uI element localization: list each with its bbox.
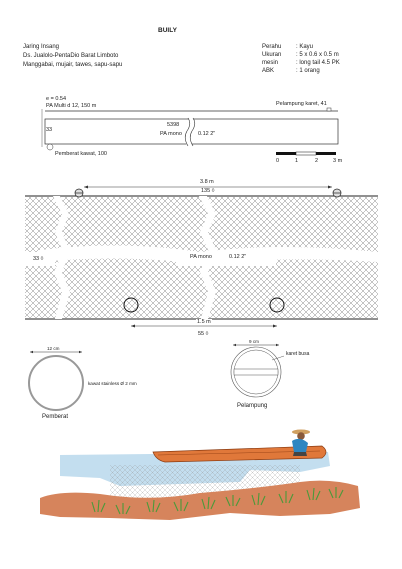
float-count-label: Pelampung karet, 41: [276, 101, 327, 107]
side-meshes-label: 33 ◊: [33, 256, 44, 262]
spec-value: : 5 x 0.6 x 0.5 m: [296, 52, 339, 58]
scale-label: 1: [295, 158, 299, 164]
mesh-count-label: 5398: [167, 122, 180, 128]
top-meshes-label: 135 ◊: [200, 188, 216, 194]
float-width-label: 9 cm: [249, 339, 259, 344]
panel-break: [184, 116, 195, 148]
float-material-label: karet busa: [286, 351, 310, 357]
water-grass: [91, 487, 344, 515]
float-line-label: PA Multi d 12, 150 m: [46, 103, 97, 109]
spec-key: Perahu: [262, 44, 282, 50]
mesh-size-label: 0.12 2": [198, 131, 216, 137]
spec-row: Ukuran : 5 x 0.6 x 0.5 m: [262, 51, 340, 59]
fishing-illustration: [40, 429, 360, 520]
fisher-shirt: [292, 438, 308, 452]
net-material-label: PA mono: [190, 254, 212, 260]
spec-value: : 1 orang: [296, 68, 320, 74]
net-plan-diagram: [41, 107, 339, 151]
spec-key: Ukuran: [262, 52, 282, 58]
spec-row: ABK : 1 orang: [262, 67, 340, 75]
net-type-label: Jaring Insang: [23, 44, 60, 50]
bottom-meshes-label: 55 ◊: [198, 331, 209, 337]
mesh-gap-left: [53, 196, 70, 319]
float-slot: [233, 368, 279, 376]
sinker-ring-icon: [123, 297, 139, 313]
sinker-symbol: [46, 143, 54, 151]
spec-value: : long tail 4.5 PK: [296, 60, 340, 66]
boat: [152, 445, 327, 463]
spec-row: Perahu : Kayu: [262, 43, 340, 51]
scale-label: 3 m: [333, 158, 343, 164]
net-mesh-size-label: 0.12 2": [229, 254, 247, 260]
scale-bar: [276, 151, 336, 156]
sinker-width-label: 12 cm: [47, 346, 60, 351]
float-name-label: Pelampung: [237, 403, 268, 409]
float-symbol: [326, 107, 332, 112]
gill-net-drawing: [25, 185, 378, 328]
location-label: Ds. Jualolo-PentaDio Barat Limboto: [23, 53, 119, 59]
scale-label: 0: [276, 158, 280, 164]
diagram-title: BUILY: [158, 27, 177, 34]
sinker-material-label: kawat stainless Ø 2 mm: [88, 381, 137, 386]
sinker-ring-detail: [28, 355, 84, 411]
fisherman: [292, 429, 310, 456]
sinker-ring-icon: [269, 297, 285, 313]
hang-ratio-label: e = 0.54: [46, 96, 67, 102]
bottom-length-label: 1.5 m: [196, 319, 212, 325]
spec-key: mesin: [262, 60, 279, 66]
scale-label: 2: [315, 158, 319, 164]
spec-key: ABK: [262, 68, 275, 74]
seabed: [40, 480, 360, 520]
material-label: PA mono: [160, 131, 182, 137]
boat-specs: Perahu : Kayu Ukuran : 5 x 0.6 x 0.5 m mes…: [262, 43, 340, 75]
float-detail: [230, 343, 285, 398]
float-outer-circle: [230, 346, 282, 398]
spec-row: mesin : long tail 4.5 PK: [262, 59, 340, 67]
sinker-detail: [28, 350, 84, 411]
spec-value: : Kayu: [296, 44, 314, 50]
sinker-name-label: Pemberat: [42, 414, 69, 420]
mesh-depth-label: 33: [46, 127, 53, 133]
hat: [292, 429, 310, 435]
sinker-count-label: Pemberat kawat, 100: [55, 151, 107, 157]
catch-label: Manggabai, mujair, tawes, sapu-sapu: [23, 62, 123, 68]
top-length-label: 3.8 m: [200, 179, 214, 185]
